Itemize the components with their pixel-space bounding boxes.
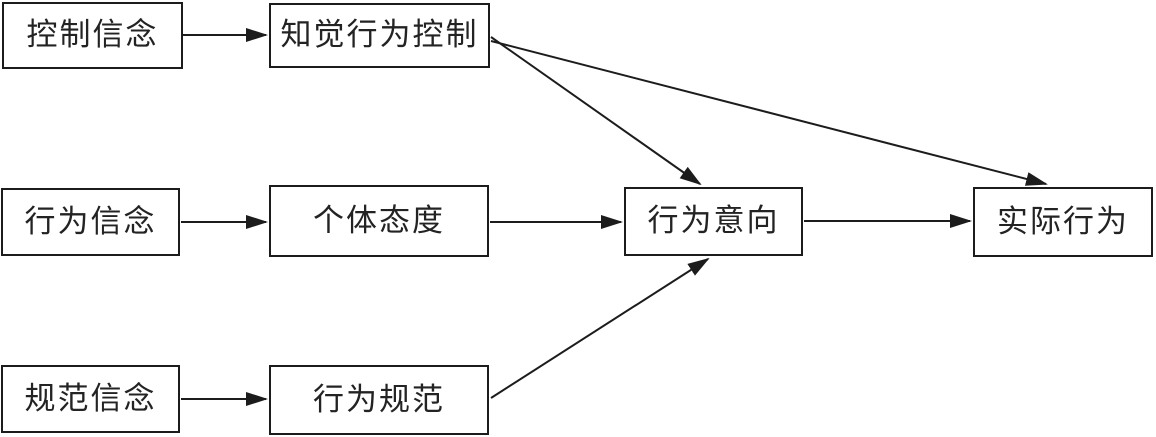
node-actual-behavior: 实际行为 [973, 187, 1153, 257]
node-behavioral-intention: 行为意向 [624, 187, 803, 256]
node-behavior-beliefs: 行为信念 [1, 188, 180, 256]
arrow-behavior-norms-to-intention [490, 257, 710, 399]
arrow-pbc-to-intention [490, 36, 702, 186]
node-control-beliefs: 控制信念 [2, 2, 183, 69]
node-normative-beliefs: 规范信念 [1, 365, 180, 433]
node-perceived-behavioral-control: 知觉行为控制 [269, 3, 490, 68]
arrow-pbc-to-actual-behavior [490, 40, 1048, 186]
node-individual-attitude: 个体态度 [269, 185, 489, 257]
node-behavior-norms: 行为规范 [269, 365, 489, 435]
